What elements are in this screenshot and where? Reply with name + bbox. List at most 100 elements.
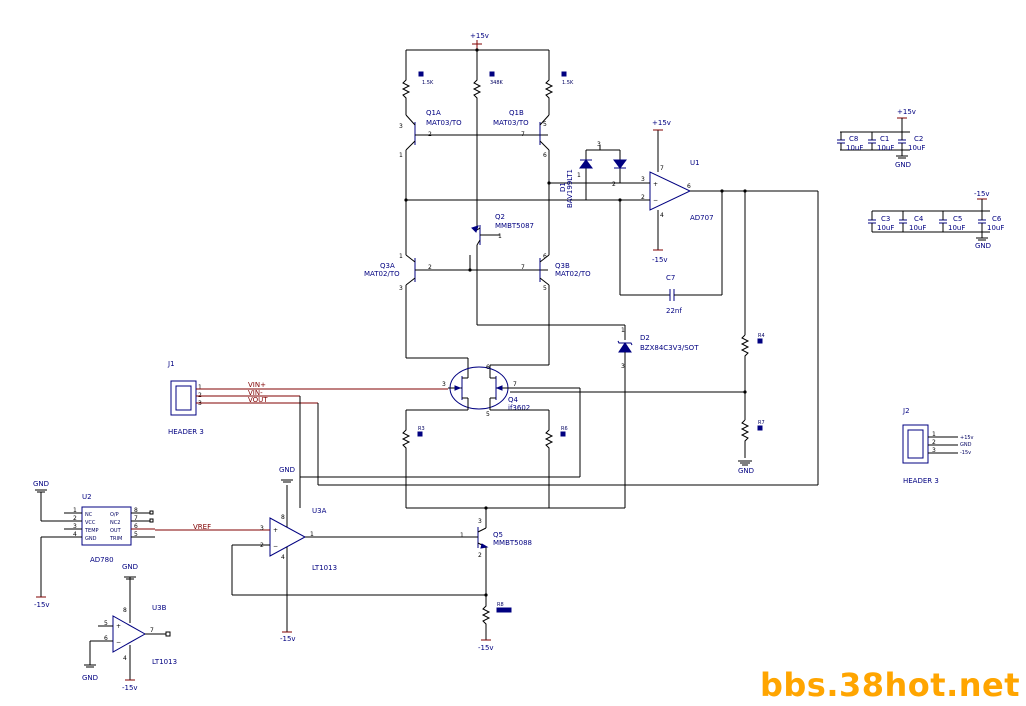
c7-value: 22nf bbox=[666, 307, 682, 315]
u2-pin-out: OUT bbox=[110, 528, 122, 534]
svg-text:6: 6 bbox=[104, 635, 108, 642]
c2-value: 10uF bbox=[908, 144, 925, 152]
svg-text:2: 2 bbox=[932, 439, 936, 446]
junction-dots bbox=[404, 48, 747, 597]
q2-ref: Q2 bbox=[495, 213, 505, 221]
u2-pin-gnd: GND bbox=[85, 536, 97, 542]
connector-j1: J1 HEADER 3 1 2 3 bbox=[167, 360, 204, 436]
c1-ref: C1 bbox=[880, 135, 889, 143]
q1a-ref: Q1A bbox=[426, 109, 441, 117]
d2-part: BZX84C3V3/SOT bbox=[640, 344, 699, 352]
u1-minus15: -15v bbox=[652, 256, 668, 264]
svg-text:−: − bbox=[116, 639, 121, 646]
svg-text:1: 1 bbox=[399, 253, 403, 260]
svg-text:1: 1 bbox=[577, 172, 581, 179]
svg-text:−: − bbox=[653, 197, 658, 204]
u3b-gnd-top: GND bbox=[122, 563, 138, 571]
dec-plus15-gnd: GND bbox=[895, 161, 911, 169]
svg-text:6: 6 bbox=[543, 152, 547, 159]
top-supply-rail: +15v bbox=[405, 32, 550, 75]
net-vout: VOUT bbox=[248, 396, 268, 404]
q3a-part: MAT02/TO bbox=[364, 270, 400, 278]
decoupling-minus15: -15v C3 10uF C4 10uF C5 10uF C6 10uF GND bbox=[868, 190, 1004, 250]
svg-text:2: 2 bbox=[428, 131, 432, 138]
svg-text:+: + bbox=[116, 623, 121, 630]
d2-ref: D2 bbox=[640, 334, 650, 342]
svg-text:7: 7 bbox=[521, 131, 525, 138]
r-top-right-value: 1.5K bbox=[562, 80, 574, 86]
svg-text:7: 7 bbox=[134, 515, 138, 522]
u2-pin-op: O/P bbox=[110, 512, 119, 518]
d1-ref: D1 bbox=[559, 182, 567, 192]
q5-ref: Q5 bbox=[493, 531, 503, 539]
svg-text:1: 1 bbox=[621, 327, 625, 334]
j2-part: HEADER 3 bbox=[903, 477, 939, 485]
dec-minus15-label: -15v bbox=[974, 190, 990, 198]
svg-text:8: 8 bbox=[281, 514, 285, 521]
svg-text:6: 6 bbox=[486, 364, 490, 371]
svg-text:7: 7 bbox=[660, 165, 664, 172]
watermark-text: bbs.38hot.net bbox=[759, 666, 1020, 704]
source-resistors: R3 R6 bbox=[401, 409, 625, 509]
svg-text:6: 6 bbox=[687, 183, 691, 190]
ic-u2: 1 2 3 4 8 7 6 5 NC VCC TEMP GND O/P NC2 … bbox=[33, 480, 155, 609]
svg-text:5: 5 bbox=[104, 620, 108, 627]
u3b-part: LT1013 bbox=[152, 658, 177, 666]
svg-text:4: 4 bbox=[123, 655, 127, 662]
c2-ref: C2 bbox=[914, 135, 923, 143]
svg-text:3: 3 bbox=[260, 525, 264, 532]
svg-text:4: 4 bbox=[73, 531, 77, 538]
svg-text:6: 6 bbox=[543, 253, 547, 260]
j2-ref: J2 bbox=[902, 407, 910, 415]
svg-text:1: 1 bbox=[310, 531, 314, 538]
q1a-part: MAT03/TO bbox=[426, 119, 462, 127]
c3-ref: C3 bbox=[881, 215, 890, 223]
c5-ref: C5 bbox=[953, 215, 962, 223]
zener-d2: 1 3 D2 BZX84C3V3/SOT bbox=[617, 325, 699, 508]
dec-plus15-label: +15v bbox=[897, 108, 916, 116]
r8-label: R8 bbox=[497, 602, 504, 608]
capacitor-c7: C7 22nf bbox=[620, 274, 722, 315]
j1-ref: J1 bbox=[167, 360, 175, 368]
r7-gnd: GND bbox=[738, 467, 754, 475]
u2-pin-trim: TRIM bbox=[109, 536, 122, 542]
decoupling-plus15: +15v C8 10uF C1 10uF C2 10uF GND bbox=[837, 108, 925, 169]
svg-text:8: 8 bbox=[134, 507, 138, 514]
svg-text:2: 2 bbox=[428, 264, 432, 271]
svg-text:1: 1 bbox=[198, 384, 202, 391]
connector-j2: J2 HEADER 3 1 2 3 +15v GND -15v bbox=[902, 407, 974, 485]
u2-pin-nc2: NC2 bbox=[110, 520, 120, 526]
transistor-q2: 1 Q2 MMBT5087 bbox=[471, 213, 534, 325]
u3b-ref: U3B bbox=[152, 604, 167, 612]
u3a-part: LT1013 bbox=[312, 564, 337, 572]
r-top-mid-value: 348K bbox=[490, 80, 504, 86]
q3b-ref: Q3B bbox=[555, 262, 570, 270]
opamp-u1: + − +15v -15v 3 2 6 7 4 U1 AD707 bbox=[619, 119, 818, 295]
d1-part: BAV199LT1 bbox=[566, 169, 574, 208]
svg-text:7: 7 bbox=[150, 627, 154, 634]
svg-text:2: 2 bbox=[641, 194, 645, 201]
resistor-r8: R8 -15v bbox=[478, 600, 512, 652]
dec-minus15-gnd: GND bbox=[975, 242, 991, 250]
svg-text:+: + bbox=[273, 527, 278, 534]
svg-text:3: 3 bbox=[399, 285, 403, 292]
u2-pin-nc: NC bbox=[85, 512, 93, 518]
u2-part: AD780 bbox=[90, 556, 114, 564]
u3a-ref: U3A bbox=[312, 507, 327, 515]
u1-part: AD707 bbox=[690, 214, 714, 222]
u2-pin-temp: TEMP bbox=[84, 528, 99, 534]
r7-label: R7 bbox=[758, 420, 765, 426]
svg-text:−: − bbox=[273, 543, 278, 550]
svg-text:3: 3 bbox=[597, 141, 601, 148]
c6-ref: C6 bbox=[992, 215, 1002, 223]
j1-part: HEADER 3 bbox=[168, 428, 204, 436]
c7-ref: C7 bbox=[666, 274, 675, 282]
input-nets: VIN+ VIN- VOUT bbox=[196, 381, 745, 508]
svg-text:3: 3 bbox=[478, 518, 482, 525]
diode-d1: 3 1 2 D1 BAV199LT1 bbox=[559, 141, 627, 208]
u1-ref: U1 bbox=[690, 159, 700, 167]
net-vin-plus: VIN+ bbox=[248, 381, 266, 389]
svg-text:3: 3 bbox=[621, 363, 625, 370]
c4-ref: C4 bbox=[914, 215, 924, 223]
